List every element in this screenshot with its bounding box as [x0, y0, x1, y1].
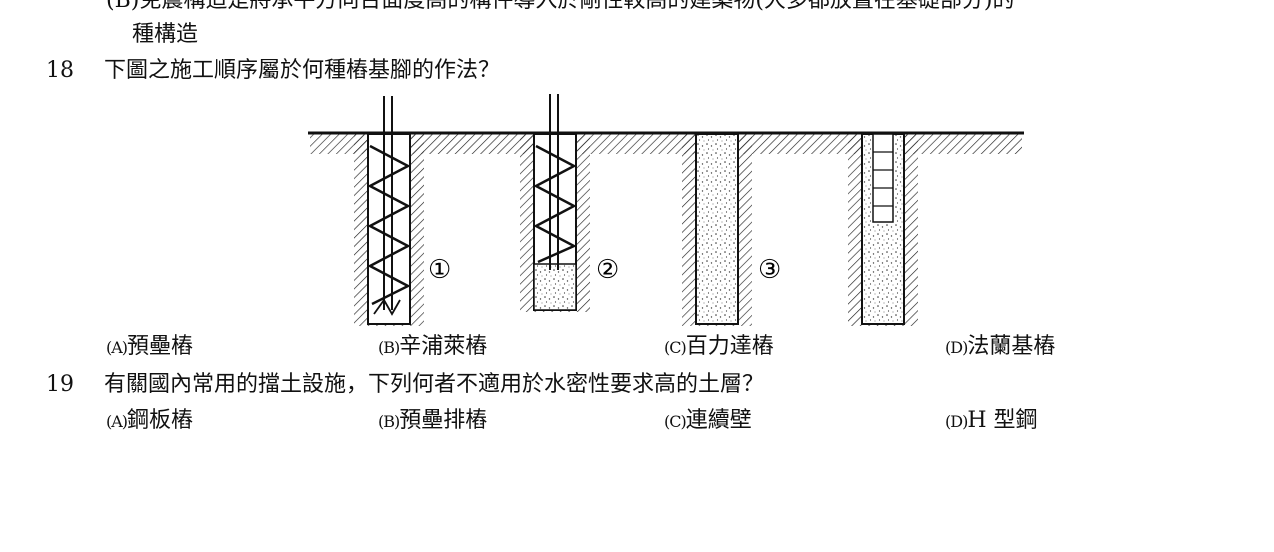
stage-2-grouting [520, 94, 590, 312]
q18-option-d[interactable]: (D)法蘭基樁 [945, 334, 1056, 359]
question-18-text: 下圖之施工順序屬於何種樁基腳的作法？ [104, 58, 501, 83]
figure-label-1: ① [428, 255, 451, 285]
q19-option-b[interactable]: (B)預壘排樁 [378, 408, 488, 433]
q18-option-c[interactable]: (C)百力達樁 [664, 334, 774, 359]
q18-option-b[interactable]: (B)辛浦萊樁 [378, 334, 488, 359]
stage-3-filled [682, 133, 752, 326]
figure-label-2: ② [596, 255, 619, 285]
question-19-number: 19 [46, 372, 74, 397]
stage-4-pile-inserted [848, 133, 918, 326]
q19-option-d[interactable]: (D)H 型鋼 [945, 408, 1038, 433]
previous-option-line-1: (B)免震構造是將承平方向台面度高的構件導入於剛性較高的建築物(大多都放置在基礎… [106, 0, 1015, 13]
q19-option-c[interactable]: (C)連續壁 [664, 408, 752, 433]
ground-hatch [310, 134, 1022, 154]
pile-construction-figure: ① ② ③ [308, 94, 1024, 326]
question-19-text: 有關國內常用的擋土設施，下列何者不適用於水密性要求高的土層？ [104, 372, 765, 397]
q19-option-a[interactable]: (A)鋼板樁 [106, 408, 194, 433]
question-18-number: 18 [46, 58, 74, 83]
stage-1-drilling [354, 96, 424, 326]
previous-option-line-2: 種構造 [132, 22, 199, 47]
q18-option-a[interactable]: (A)預壘樁 [106, 334, 194, 359]
figure-label-3: ③ [758, 255, 781, 285]
